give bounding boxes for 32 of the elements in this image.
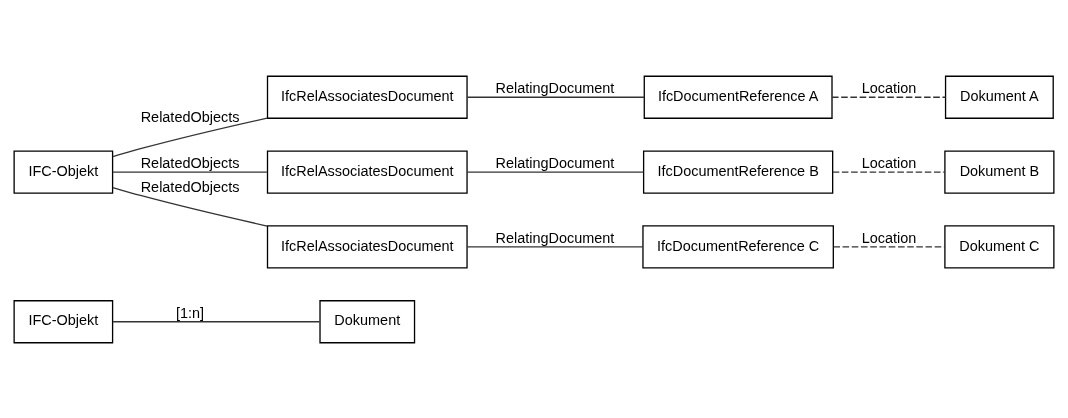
node-box: IfcDocumentReference B	[642, 149, 834, 194]
connector	[112, 186, 268, 227]
edge-label: [1:n]	[176, 304, 205, 321]
connector	[112, 170, 268, 173]
edge-label: RelatedObjects	[140, 178, 240, 195]
node-box: IfcDocumentReference C	[642, 224, 834, 269]
node-box: IfcDocumentReference A	[643, 75, 833, 119]
node-box: IfcRelAssociatesDocument	[266, 224, 468, 269]
edge-label: RelatingDocument	[495, 229, 615, 246]
edge-label: Location	[861, 79, 917, 96]
edge-label: RelatedObjects	[140, 154, 240, 171]
edge-label: RelatingDocument	[495, 154, 615, 171]
connector	[831, 96, 947, 98]
edge-label: RelatingDocument	[495, 79, 615, 96]
connector	[466, 170, 645, 173]
connector	[832, 170, 946, 173]
edge-label: RelatedObjects	[140, 108, 240, 125]
node-box: IfcRelAssociatesDocument	[266, 149, 468, 194]
node-box: Dokument B	[944, 149, 1055, 194]
edge-label: Location	[861, 229, 917, 246]
node-box: IFC-Objekt	[13, 299, 114, 343]
node-box: IFC-Objekt	[13, 149, 114, 194]
connector	[832, 245, 946, 248]
node-box: IfcRelAssociatesDocument	[266, 75, 468, 119]
connector	[112, 320, 321, 322]
node-box: Dokument	[319, 299, 416, 343]
connector	[112, 116, 268, 157]
node-box: Dokument C	[944, 224, 1055, 269]
connector	[466, 245, 644, 248]
node-box: Dokument A	[944, 75, 1054, 119]
connector	[466, 96, 645, 98]
edge-label: Location	[861, 154, 917, 171]
